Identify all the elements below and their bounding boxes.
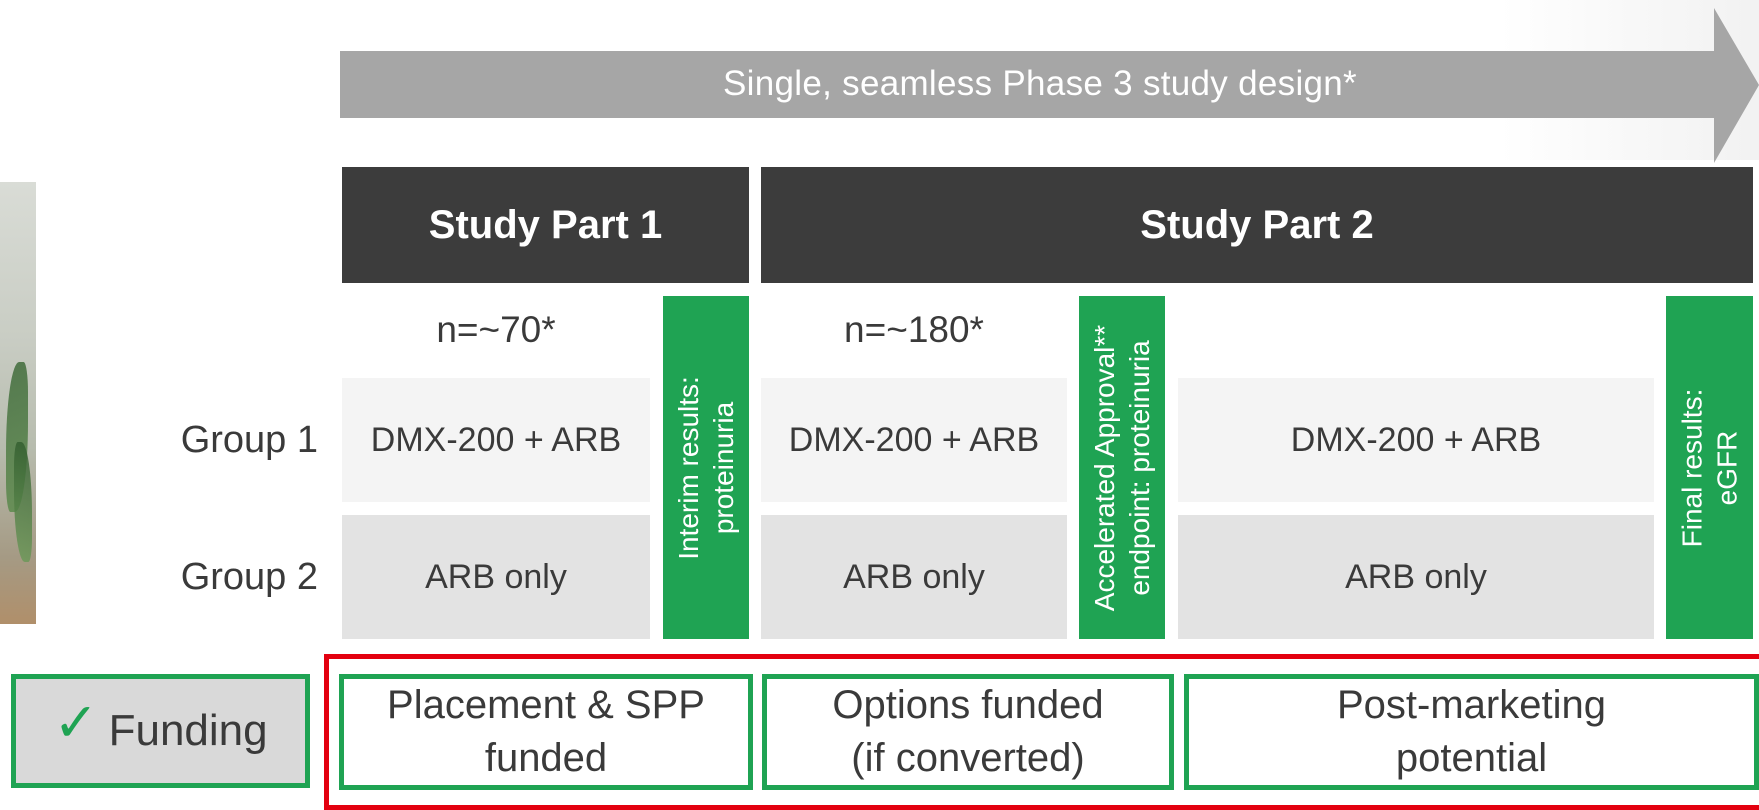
group-1-part-1-cell: DMX-200 + ARB — [342, 378, 650, 502]
background-photo — [0, 182, 36, 624]
part-1-sample-size: n=~70* — [436, 309, 556, 350]
study-part-2-header: Study Part 2 — [761, 167, 1753, 283]
group-1-label: Group 1 — [180, 418, 318, 461]
funding-label-box: ✓ Funding — [11, 674, 310, 788]
group-2-part-1-cell: ARB only — [342, 515, 650, 639]
funding-label: Funding — [108, 706, 268, 755]
interim-results-milestone: Interim results: proteinuria — [663, 296, 749, 639]
arrow-label: Single, seamless Phase 3 study design* — [723, 64, 1357, 103]
funding-item-post-marketing: Post-marketing potential — [1184, 674, 1759, 790]
milestone-text: Accelerated Approval** endpoint: protein… — [1087, 324, 1157, 610]
group-2-part-2b-cell: ARB only — [1178, 515, 1654, 639]
group-1-part-2b-cell: DMX-200 + ARB — [1178, 378, 1654, 502]
milestone-line: proteinuria — [708, 401, 740, 534]
phase-arrow — [340, 8, 1759, 163]
funding-item-line: funded — [484, 736, 608, 780]
funding-item-line: potential — [1395, 736, 1548, 780]
part-2-sample-size: n=~180* — [844, 309, 984, 350]
group-2-label: Group 2 — [180, 555, 318, 598]
milestone-line: eGFR — [1711, 430, 1743, 505]
plant-leaf-decoration — [14, 442, 32, 562]
funding-item-line: Options funded — [832, 683, 1104, 727]
milestone-text: Interim results: proteinuria — [671, 376, 741, 560]
milestone-line: endpoint: proteinuria — [1124, 339, 1155, 596]
accelerated-approval-milestone: Accelerated Approval** endpoint: protein… — [1079, 296, 1165, 639]
study-part-1-header: Study Part 1 — [342, 167, 749, 283]
milestone-text: Final results: eGFR — [1675, 388, 1745, 547]
checkmark-icon: ✓ — [53, 692, 99, 753]
milestone-line: Interim results: — [673, 375, 705, 560]
funding-item-placement: Placement & SPP funded — [339, 674, 753, 790]
funding-item-line: Post-marketing — [1337, 683, 1606, 727]
group-2-part-2a-cell: ARB only — [761, 515, 1067, 639]
funding-item-line: (if converted) — [851, 736, 1085, 780]
milestone-line: Accelerated Approval** — [1089, 324, 1120, 611]
milestone-line: Final results: — [1676, 388, 1708, 547]
funding-item-options: Options funded (if converted) — [762, 674, 1174, 790]
funding-item-line: Placement & SPP — [387, 683, 705, 727]
final-results-milestone: Final results: eGFR — [1666, 296, 1753, 639]
group-1-part-2a-cell: DMX-200 + ARB — [761, 378, 1067, 502]
